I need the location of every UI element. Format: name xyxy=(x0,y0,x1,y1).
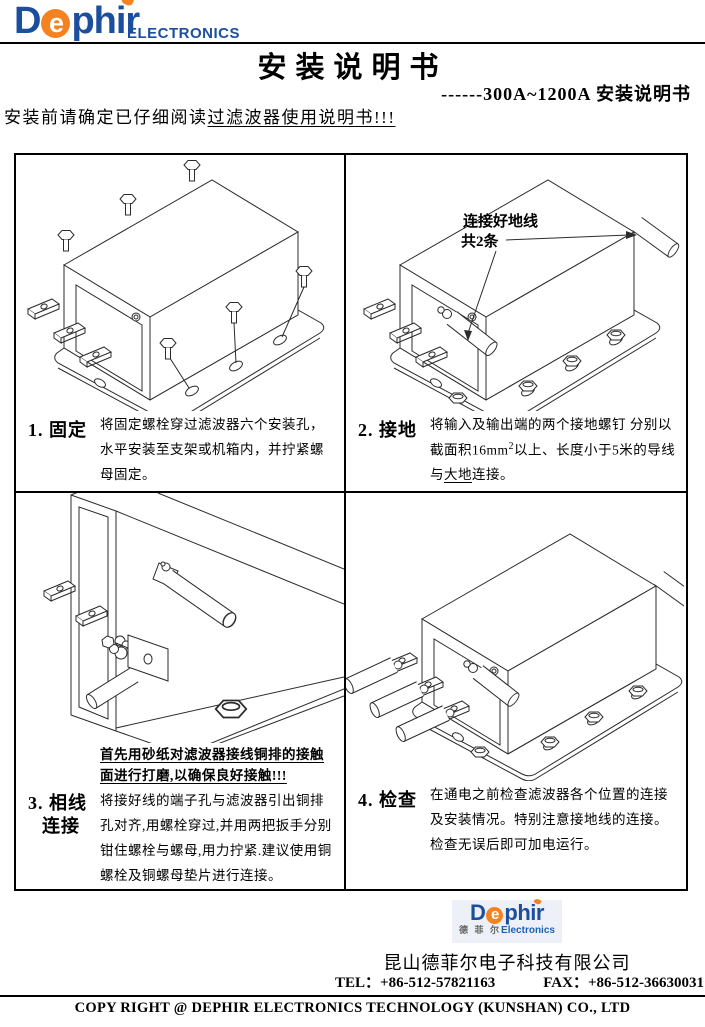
hex-nut-icon xyxy=(470,746,490,758)
step-caption: 1. 固定 将固定螺栓穿过滤波器六个安装孔，水平安装至支架或机箱内，并拧紧螺母固… xyxy=(16,411,344,488)
logo-letter-d: D xyxy=(14,0,41,42)
warning-underlined: 过滤波器使用说明书!!! xyxy=(207,108,396,127)
step-label: 2. 接地 xyxy=(358,420,417,440)
step-description: 在通电之前检查滤波器各个位置的连接及安装情况。特别注意接地线的连接。检查无误后即… xyxy=(430,787,668,852)
page-title: 安装说明书 xyxy=(257,52,448,84)
tel-number: +86-512-57821163 xyxy=(380,975,496,991)
fax-number: +86-512-36630031 xyxy=(587,975,704,991)
bolt-head xyxy=(101,635,115,649)
leader-arrow xyxy=(626,231,637,239)
hex-nut-icon xyxy=(518,380,538,392)
logo-electronics-label: ELECTRONICS xyxy=(127,25,241,42)
step-cell-phase-connection: 首先用砂纸对滤波器接线铜排的接触面进行打磨,以确保良好接触!!! 3. 相线连接… xyxy=(16,493,346,889)
step-caption: 4. 检查 在通电之前检查滤波器各个位置的连接及安装情况。特别注意接地线的连接。… xyxy=(346,781,686,858)
filter-isometric-fixing xyxy=(16,160,344,411)
hex-nut-icon xyxy=(584,711,604,723)
phase-cable xyxy=(346,657,398,696)
header-divider xyxy=(0,42,705,44)
footer-logo-english: Electronics xyxy=(501,925,555,936)
hex-nut-icon xyxy=(562,355,582,367)
filter-box-drawing xyxy=(28,180,324,411)
hex-bolt-icon xyxy=(119,194,137,216)
hex-nut-icon xyxy=(606,329,626,341)
footer-logo-chinese: 德 菲 尔 xyxy=(459,925,502,935)
filter-closeup-connection xyxy=(43,493,344,743)
logo-e-disc-icon: e xyxy=(41,8,71,38)
step-cell-fixing: 1. 固定 将固定螺栓穿过滤波器六个安装孔，水平安装至支架或机箱内，并拧紧螺母固… xyxy=(16,155,346,493)
step-cell-inspection: 4. 检查 在通电之前检查滤波器各个位置的连接及安装情况。特别注意接地线的连接。… xyxy=(346,493,686,889)
phase-connection-drawing xyxy=(16,493,344,743)
filter-isometric-grounding: 连接好地线 共2条 xyxy=(346,155,682,411)
step-caption: 2. 接地 将输入及输出端的两个接地螺钉 分别以截面积16mm2以上、长度小于5… xyxy=(346,411,686,488)
step-label: 3. 相线连接 xyxy=(28,792,87,837)
step-description: 将固定螺栓穿过滤波器六个安装孔，水平安装至支架或机箱内，并拧紧螺母固定。 xyxy=(100,417,324,482)
tel-label: TEL： xyxy=(335,975,381,991)
step-cell-grounding: 连接好地线 共2条 2. 接地 将输入及输出端的两个接地螺钉 分别以截面积16m… xyxy=(346,155,686,493)
step-label: 1. 固定 xyxy=(28,420,87,440)
filter-box-drawing xyxy=(386,534,682,781)
logo-rest: phir xyxy=(71,0,140,42)
hex-nut-icon xyxy=(628,685,648,697)
grounding-drawing: 连接好地线 共2条 xyxy=(346,155,686,411)
contact-line: TEL：+86-512-57821163 FAX：+86-512-36630031 xyxy=(335,971,704,992)
step-description: 将接好线的端子孔与滤波器引出铜排孔对齐,用螺栓穿过,并用两把扳手分别钳住螺栓与螺… xyxy=(100,792,332,883)
fax-label: FAX： xyxy=(543,975,588,991)
leader-arrow xyxy=(464,330,472,341)
instruction-table: 1. 固定 将固定螺栓穿过滤波器六个安装孔，水平安装至支架或机箱内，并拧紧螺母固… xyxy=(14,153,688,891)
subtitle: ------300A~1200A 安装说明书 xyxy=(441,84,691,104)
step-label: 4. 检查 xyxy=(358,790,417,810)
company-name: 昆山德菲尔电子科技有限公司 xyxy=(383,953,631,973)
step-caption: 首先用砂纸对滤波器接线铜排的接触面进行打磨,以确保良好接触!!! 3. 相线连接… xyxy=(16,743,344,889)
ground-wire-rear xyxy=(653,571,684,612)
ground-annotation-line1: 连接好地线 xyxy=(463,212,538,230)
hex-nut-icon xyxy=(448,392,468,404)
footer-divider xyxy=(0,995,705,997)
warning-text: 安装前请确定已仔细阅读过滤波器使用说明书!!! xyxy=(4,108,396,127)
terminal-lug xyxy=(43,580,76,602)
ground-wire-rear xyxy=(631,217,682,260)
filter-isometric-inspection xyxy=(346,493,684,781)
hex-nut-icon xyxy=(540,736,560,748)
copyright-line: COPY RIGHT @ DEPHIR ELECTRONICS TECHNOLO… xyxy=(74,1000,631,1016)
footer-logo-subtitle: 德 菲 尔Electronics xyxy=(452,925,562,936)
hex-bolt-icon xyxy=(57,230,75,252)
step-description: 将输入及输出端的两个接地螺钉 分别以截面积16mm2以上、长度小于5米的导线与大… xyxy=(430,417,676,483)
hex-bolt-icon xyxy=(183,160,201,182)
busbar-rod xyxy=(162,569,240,631)
logo-e-disc-icon: e xyxy=(486,906,504,924)
inspection-drawing xyxy=(346,493,686,781)
fixing-drawing xyxy=(16,155,344,411)
hex-bolt-icon xyxy=(214,699,248,719)
step-note: 首先用砂纸对滤波器接线铜排的接触面进行打磨,以确保良好接触!!! xyxy=(100,747,324,783)
ground-annotation-line2: 共2条 xyxy=(461,232,500,250)
